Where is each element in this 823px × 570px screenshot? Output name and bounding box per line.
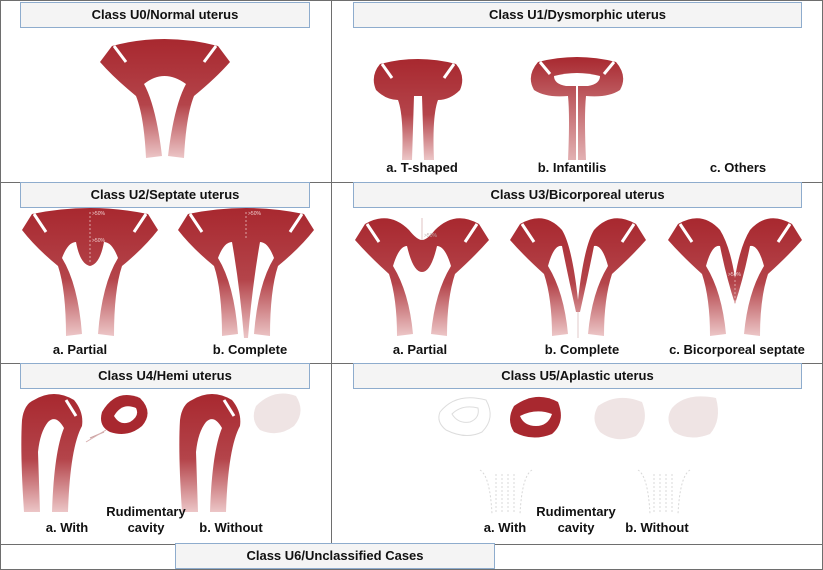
title-u6: Class U6/Unclassified Cases (175, 543, 495, 569)
u4-without-rudimentary-figure (179, 393, 301, 512)
u3-complete-figure (510, 218, 646, 338)
title-u1: Class U1/Dysmorphic uterus (353, 2, 802, 28)
u2-partial-annotation-1: >50% (92, 211, 105, 217)
u5-faint-horn-right-figure (668, 396, 718, 438)
panel-u0 (0, 0, 332, 183)
panel-u4 (0, 363, 332, 545)
u3-label-partial: a. Partial (392, 342, 448, 357)
u4-rudimentary-label: Rudimentary (106, 504, 186, 519)
title-u0: Class U0/Normal uterus (20, 2, 310, 28)
title-u4: Class U4/Hemi uterus (20, 363, 310, 389)
title-u5: Class U5/Aplastic uterus (353, 363, 802, 389)
u2-complete-annotation: >50% (248, 211, 261, 217)
u1-label-infantilis: b. Infantilis (537, 160, 607, 175)
u3-label-complete: b. Complete (544, 342, 620, 357)
u3-bicorporeal-septate-figure (668, 218, 802, 336)
u1-infantilis-figure (530, 57, 624, 160)
u5-with-cervix-figure (479, 469, 533, 515)
u2-label-partial: a. Partial (52, 342, 108, 357)
u3-partial-figure (355, 218, 489, 336)
u5-without-cervix-figure (637, 469, 691, 515)
u3-partial-annotation: >50% (424, 233, 437, 239)
u4-cavity-label: cavity (127, 520, 165, 535)
u4-label-without: b. Without (199, 520, 263, 535)
u1-label-t-shaped: a. T-shaped (386, 160, 458, 175)
u4-with-rudimentary-figure (21, 394, 148, 512)
u5-label-with: a. With (483, 520, 527, 535)
u3-label-bicorporeal-septate: c. Bicorporeal septate (669, 342, 805, 357)
u2-partial-annotation-2: >50% (92, 238, 105, 244)
u5-label-without: b. Without (625, 520, 689, 535)
u2-label-complete: b. Complete (212, 342, 288, 357)
u5-outline-cavity-figure (438, 397, 491, 436)
u5-red-cavity-figure (510, 396, 561, 438)
u5-rudimentary-label: Rudimentary (536, 504, 616, 519)
u2-partial-septate-figure (22, 208, 158, 336)
u1-label-others: c. Others (709, 160, 767, 175)
panel-u5 (331, 363, 823, 545)
u3-septate-annotation: >50% (728, 272, 741, 278)
title-u2: Class U2/Septate uterus (20, 182, 310, 208)
u5-cavity-label: cavity (557, 520, 595, 535)
u5-faint-horn-left-figure (594, 397, 645, 440)
u2-complete-septate-figure (178, 208, 314, 338)
title-u3: Class U3/Bicorporeal uterus (353, 182, 802, 208)
u4-label-with: a. With (45, 520, 89, 535)
u0-normal-uterus-figure (100, 39, 230, 158)
u1-t-shaped-figure (373, 59, 463, 160)
